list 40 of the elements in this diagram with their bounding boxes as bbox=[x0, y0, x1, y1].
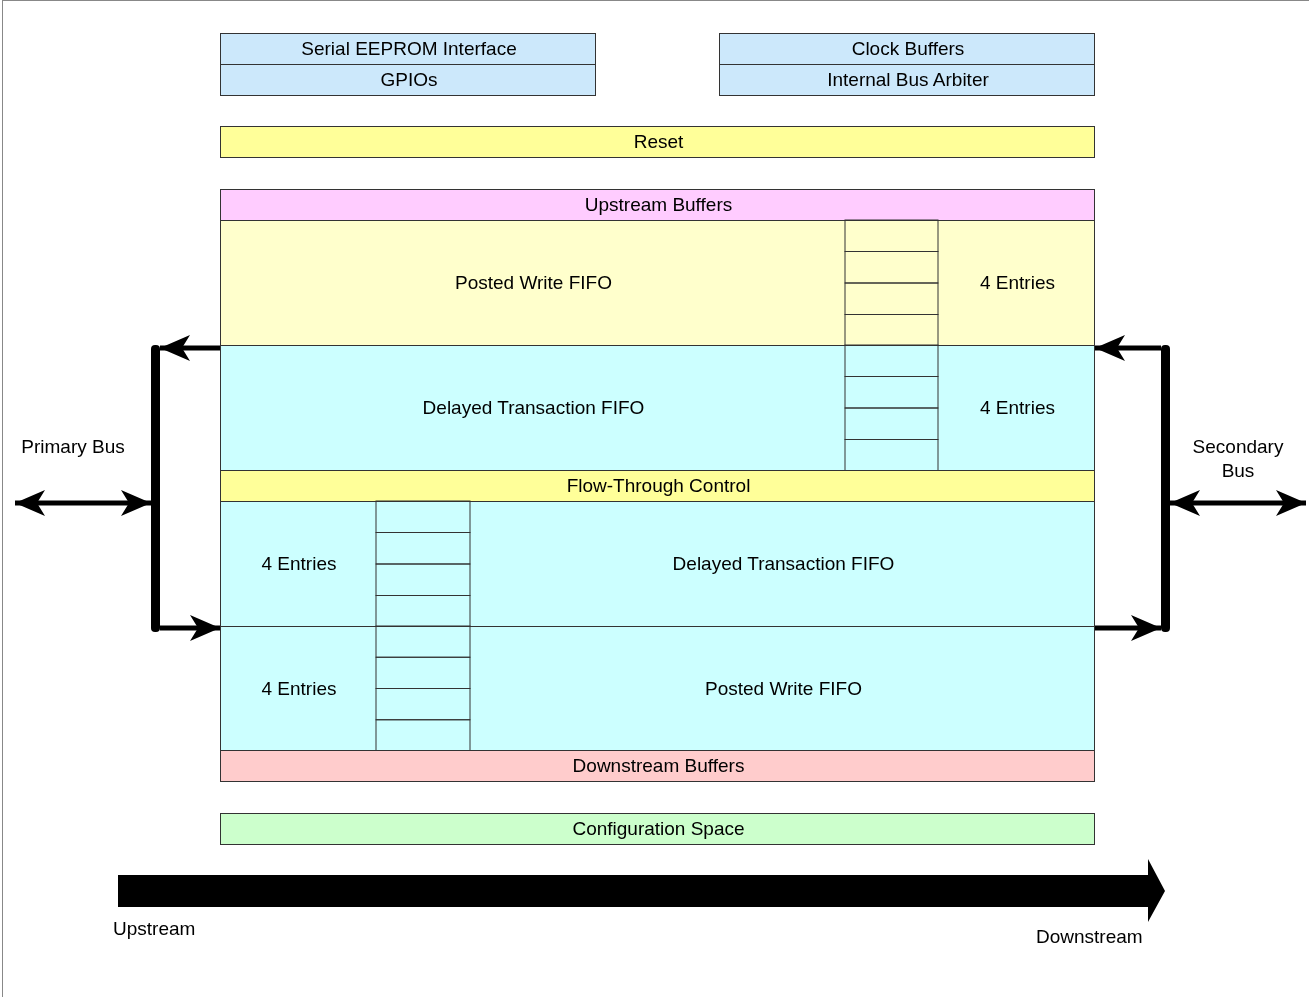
entry-count: 4 Entries bbox=[980, 397, 1055, 419]
arrow bbox=[160, 335, 220, 361]
block-box bbox=[220, 813, 1095, 845]
block-label: Upstream Buffers bbox=[584, 194, 733, 216]
block-label: Delayed Transaction FIFO bbox=[672, 553, 895, 575]
block-box bbox=[220, 470, 1095, 502]
block-box bbox=[220, 750, 1095, 782]
block-box bbox=[220, 189, 1095, 221]
arrow bbox=[1170, 490, 1306, 516]
block-label: Clock Buffers bbox=[851, 38, 965, 60]
block-box bbox=[220, 64, 596, 96]
arrow bbox=[1095, 615, 1161, 641]
block-label: Reset bbox=[633, 131, 684, 153]
block-box bbox=[220, 126, 1095, 158]
entry-count: 4 Entries bbox=[261, 677, 337, 700]
arrow bbox=[15, 490, 151, 516]
bus-bar bbox=[151, 345, 160, 632]
block-box bbox=[719, 33, 1095, 65]
fifo-row bbox=[220, 501, 1095, 627]
block-label: Serial EEPROM Interface bbox=[301, 38, 517, 60]
fifo-row bbox=[220, 345, 1095, 471]
block-label: Downstream Buffers bbox=[572, 755, 745, 777]
fifo-row bbox=[220, 220, 1095, 346]
arrow bbox=[160, 615, 220, 641]
block-box bbox=[220, 33, 596, 65]
fifo-row bbox=[220, 626, 1095, 751]
block-label: Posted Write FIFO bbox=[705, 677, 862, 700]
block-box bbox=[719, 64, 1095, 96]
block-label: Delayed Transaction FIFO bbox=[422, 397, 645, 419]
block-label: Flow-Through Control bbox=[566, 475, 751, 497]
direction-label: Downstream bbox=[1036, 925, 1143, 949]
block-label: Internal Bus Arbiter bbox=[827, 69, 989, 91]
direction-label: Upstream bbox=[113, 917, 196, 941]
block-label: Posted Write FIFO bbox=[455, 272, 612, 294]
entry-count: 4 Entries bbox=[261, 553, 337, 575]
entry-count: 4 Entries bbox=[980, 272, 1055, 294]
bus-bar bbox=[1161, 345, 1170, 632]
block-label: GPIOs bbox=[380, 69, 438, 91]
block-label: Configuration Space bbox=[572, 818, 745, 840]
arrow bbox=[1095, 335, 1161, 361]
